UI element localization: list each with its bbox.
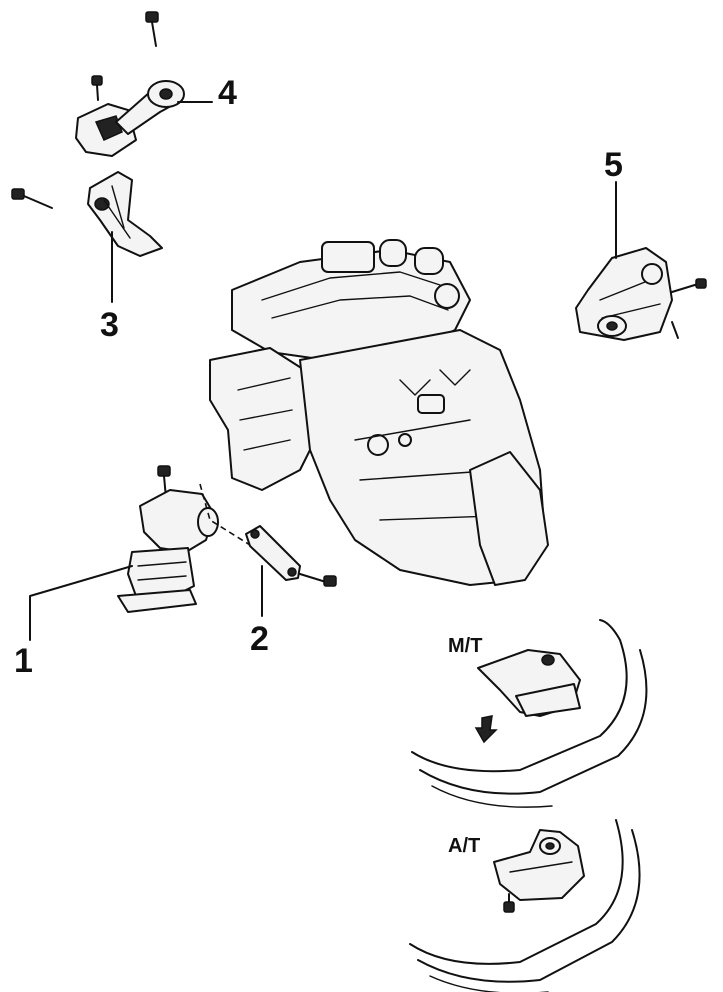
callout-label-2: 2 <box>250 620 269 658</box>
leader-lines <box>29 101 617 641</box>
variant-label-automatic: A/T <box>448 835 480 857</box>
engine-block <box>209 239 549 586</box>
mount-part-2 <box>245 525 337 587</box>
inset-automatic <box>409 819 641 992</box>
mount-part-1 <box>117 465 259 613</box>
variant-label-manual: M/T <box>448 635 482 657</box>
inset-manual <box>411 619 648 808</box>
callout-label-5: 5 <box>604 146 623 184</box>
callout-label-4: 4 <box>218 74 237 112</box>
callout-label-3: 3 <box>100 306 119 344</box>
mount-part-5 <box>575 247 707 341</box>
callout-label-1: 1 <box>14 642 33 680</box>
mount-part-3 <box>11 171 163 257</box>
mount-part-4 <box>75 11 185 157</box>
